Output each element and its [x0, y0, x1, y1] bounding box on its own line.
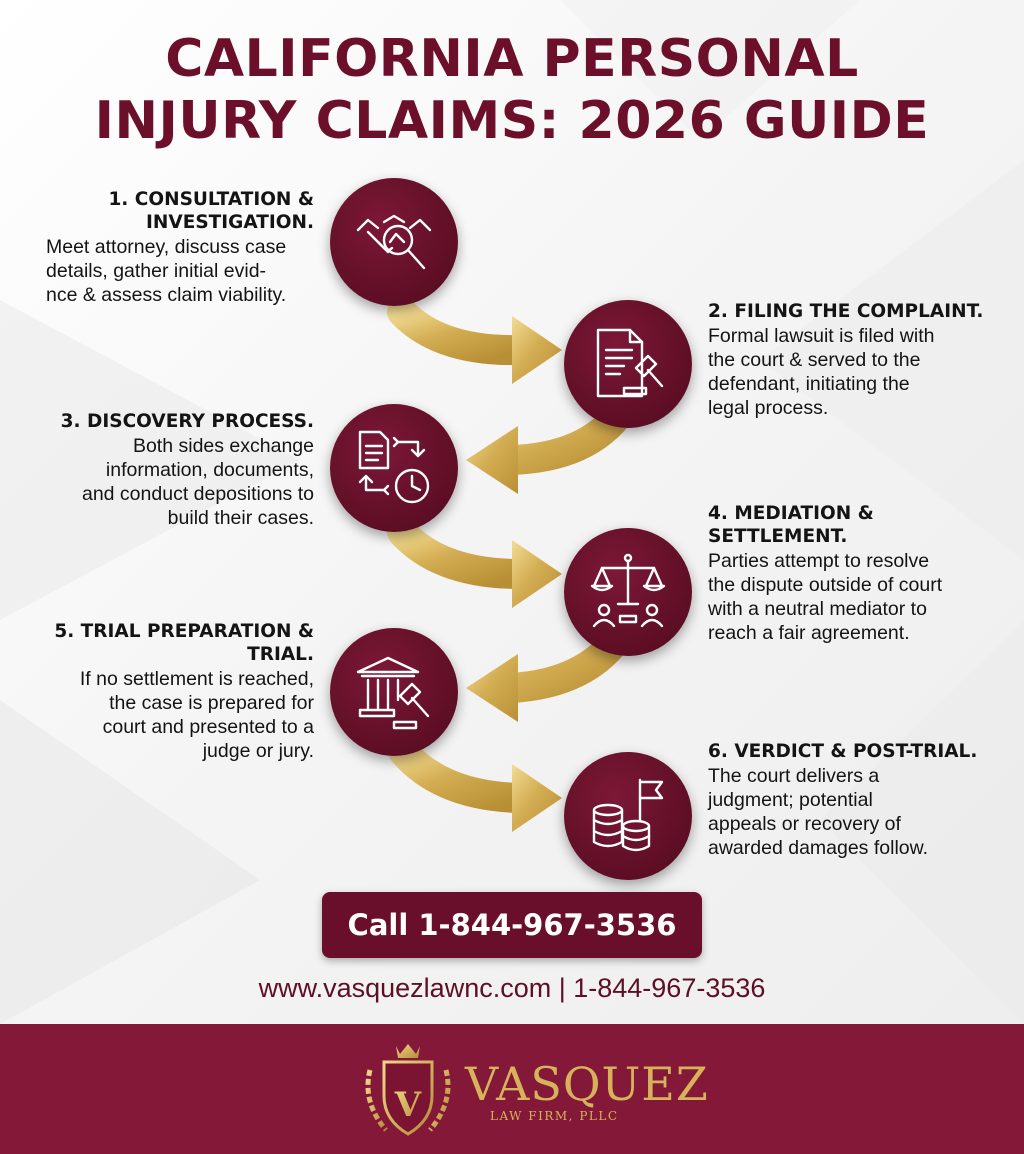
step-3-heading: 3. DISCOVERY PROCESS. [60, 411, 314, 432]
arrow-2-to-3 [466, 395, 637, 494]
step-4-circle [564, 528, 692, 656]
coins-flag-icon [592, 778, 664, 852]
footer-bar [0, 1024, 1024, 1154]
step-2-circle [564, 300, 692, 428]
step-1: 1. CONSULTATION & INVESTIGATION. Meet at… [20, 188, 314, 307]
title-line-1: CALIFORNIA PERSONAL [165, 29, 859, 89]
call-button[interactable]: Call 1-844-967-3536 [322, 892, 702, 958]
step-3-circle [330, 404, 458, 532]
document-gavel-icon [596, 328, 664, 398]
logo-subtitle: LAW FIRM, PLLC [490, 1109, 619, 1123]
scales-people-icon [590, 553, 666, 628]
emblem-letter: V [394, 1085, 422, 1125]
document-exchange-clock-icon [358, 430, 430, 504]
step-2: 2. FILING THE COMPLAINT. Formal lawsuit … [708, 300, 1008, 420]
step-6-description: The court delivers a judgment; potential… [708, 765, 929, 859]
step-4-heading: 4. MEDIATION & SETTLEMENT. [708, 503, 874, 547]
arrow-5-to-6 [387, 735, 562, 832]
logo-wordmark: VASQUEZ [465, 1057, 709, 1111]
step-6: 6. VERDICT & POST-TRIAL. The court deliv… [708, 740, 1008, 860]
law-firm-emblem-icon: V [365, 1044, 451, 1136]
step-1-circle [330, 178, 458, 306]
step-5-description: If no settlement is reached, the case is… [79, 668, 314, 762]
step-2-description: Formal lawsuit is filed with the court &… [708, 325, 935, 419]
step-5-circle [330, 628, 458, 756]
step-2-heading: 2. FILING THE COMPLAINT. [708, 301, 984, 322]
step-1-heading: 1. CONSULTATION & INVESTIGATION. [108, 189, 314, 233]
title-line-2: INJURY CLAIMS: 2026 GUIDE [94, 91, 930, 151]
step-6-circle [564, 752, 692, 880]
arrow-1-to-2 [387, 297, 562, 384]
step-4-description: Parties attempt to resolve the dispute o… [708, 550, 943, 644]
courthouse-gavel-icon [356, 656, 430, 730]
handshake-magnifier-icon [356, 214, 432, 270]
contact-line[interactable]: www.vasquezlawnc.com | 1-844-967-3536 [258, 973, 766, 1003]
page-title: CALIFORNIA PERSONAL INJURY CLAIMS: 2026 … [0, 28, 1024, 152]
step-5-heading: 5. TRIAL PREPARATION & TRIAL. [54, 621, 314, 665]
step-1-description: Meet attorney, discuss case details, gat… [46, 236, 287, 306]
step-3: 3. DISCOVERY PROCESS. Both sides exchang… [20, 410, 314, 530]
step-4: 4. MEDIATION & SETTLEMENT. Parties attem… [708, 502, 1008, 645]
arrow-3-to-4 [387, 517, 562, 608]
step-5: 5. TRIAL PREPARATION & TRIAL. If no sett… [20, 620, 314, 763]
step-3-description: Both sides exchange information, documen… [81, 435, 314, 529]
step-6-heading: 6. VERDICT & POST-TRIAL. [708, 741, 978, 762]
